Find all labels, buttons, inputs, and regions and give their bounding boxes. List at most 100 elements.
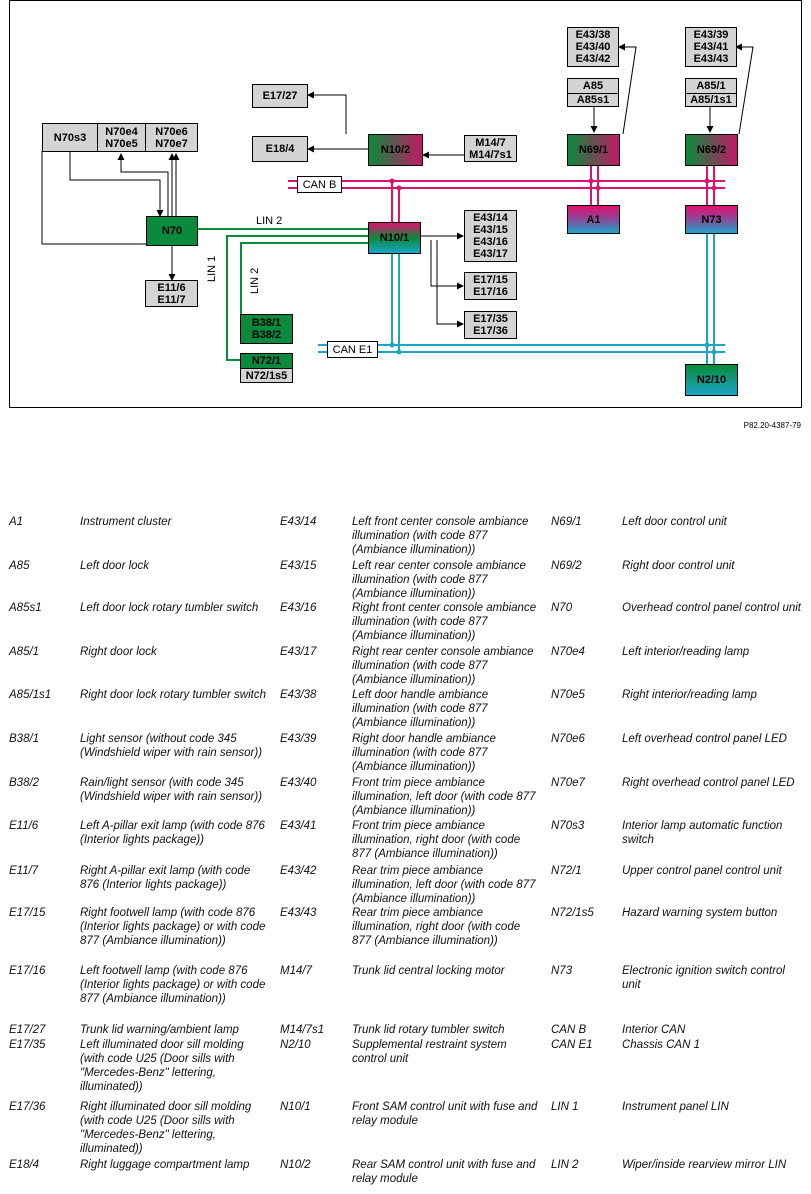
legend-description: Left door lock [80, 560, 150, 572]
legend-description: Rear SAM control unit with fuse and rela… [352, 1159, 536, 1185]
legend-key: CAN E1 [551, 1039, 593, 1051]
legend-description: Right illuminated door sill molding (wit… [80, 1101, 252, 1155]
a85-1-part: A85/1 [686, 79, 736, 93]
legend-description: Right door lock rotary tumbler switch [80, 689, 266, 701]
legend-key: N69/1 [551, 516, 582, 528]
legend-key: N70e7 [551, 777, 585, 789]
legend-key: N70e6 [551, 733, 585, 745]
legend-key: N10/1 [280, 1101, 311, 1113]
legend-key: A85s1 [9, 602, 42, 614]
n70s3-to-n70-line [69, 152, 164, 217]
n70s3-box: N70s3 [42, 123, 98, 152]
legend-key: LIN 2 [551, 1159, 579, 1171]
n72-1-part: N72/1 [241, 354, 292, 368]
lin1-vertical-label: LIN 1 [206, 255, 218, 282]
n73-box: N73 [685, 205, 738, 234]
n70-enclosure [41, 151, 146, 245]
legend-description: Front SAM control unit with fuse and rel… [352, 1101, 538, 1127]
legend-description: Interior CAN [622, 1024, 686, 1036]
legend-description: Left door handle ambiance illumination (… [352, 689, 489, 729]
legend-key: N73 [551, 965, 573, 977]
a85-box: A85 A85s1 [567, 78, 619, 107]
legend-description: Right door control unit [622, 560, 735, 572]
legend-description: Chassis CAN 1 [622, 1039, 700, 1051]
legend-description: Trunk lid warning/ambient lamp [80, 1024, 239, 1036]
n2-10-box: N2/10 [685, 364, 738, 396]
can-b-junctions [389, 178, 717, 191]
e18-4-box: E18/4 [252, 136, 308, 162]
a85-part: A85 [568, 79, 618, 93]
legend-key: N10/2 [280, 1159, 311, 1171]
legend-description: Electronic ignition switch control unit [622, 965, 785, 991]
lin2-horizontal-label: LIN 2 [256, 215, 283, 227]
can-e1-bus [318, 234, 725, 364]
legend-description: Right luggage compartment lamp [80, 1159, 250, 1171]
legend-description: Right overhead control panel LED [622, 777, 795, 789]
a85s1-part: A85s1 [568, 92, 618, 106]
can-e1-junctions [389, 342, 717, 355]
legend-description: Overhead control panel control unit [622, 602, 801, 614]
legend-description: Front trim piece ambiance illumination, … [352, 820, 521, 860]
figure-code: P82.20-4387-79 [743, 421, 801, 430]
legend-key: N69/2 [551, 560, 582, 572]
legend-description: Left footwell lamp (with code 876 (Inter… [80, 965, 266, 1005]
legend-description: Trunk lid central locking motor [352, 965, 505, 977]
legend-key: M14/7 [280, 965, 312, 977]
legend-description: Wiper/inside rearview mirror LIN [622, 1159, 787, 1171]
legend-description: Instrument panel LIN [622, 1101, 729, 1113]
legend-description: Upper control panel control unit [622, 865, 782, 877]
legend-description: Front trim piece ambiance illumination, … [352, 777, 536, 817]
legend-description: Right interior/reading lamp [622, 689, 757, 701]
lin-buses [198, 228, 368, 361]
legend-description: Left front center console ambiance illum… [352, 516, 529, 556]
legend-description: Right footwell lamp (with code 876 (Inte… [80, 907, 266, 947]
n69-1-box: N69/1 [567, 134, 620, 166]
legend-description: Interior lamp automatic function switch [622, 820, 783, 846]
legend-description: Left interior/reading lamp [622, 646, 750, 658]
lin2-vertical-label: LIN 2 [249, 267, 261, 294]
legend-key: A85/1 [9, 646, 40, 658]
legend-key: M14/7s1 [280, 1024, 325, 1036]
legend-description: Left overhead control panel LED [622, 733, 787, 745]
legend-key: E43/17 [280, 646, 317, 658]
n70-to-n70e4-line [117, 153, 169, 216]
legend-description: Light sensor (without code 345 (Windshie… [80, 733, 263, 759]
legend-key: E43/16 [280, 602, 317, 614]
a1-box: A1 [567, 205, 620, 234]
legend-key: N2/10 [280, 1039, 311, 1051]
n72-box: N72/1 N72/1s5 [240, 353, 293, 383]
legend-key: E17/36 [9, 1101, 46, 1113]
legend-description: Instrument cluster [80, 516, 172, 528]
legend-description: Right rear center console ambiance illum… [352, 646, 534, 686]
legend-key: N72/1 [551, 865, 582, 877]
legend-key: A1 [9, 516, 24, 528]
legend-description: Trunk lid rotary tumbler switch [352, 1024, 505, 1036]
legend-description: Right A-pillar exit lamp (with code 876 … [80, 865, 251, 891]
legend-description: Left door lock rotary tumbler switch [80, 602, 259, 614]
legend-key: E17/16 [9, 965, 46, 977]
legend-description: Right front center console ambiance illu… [352, 602, 537, 642]
legend-description: Rain/light sensor (with code 345 (Windsh… [80, 777, 263, 803]
a85-1s1-part: A85/1s1 [686, 92, 736, 106]
legend-key: E18/4 [9, 1159, 40, 1171]
n10-1-box: N10/1 [368, 222, 421, 254]
legend-key: A85/1s1 [9, 689, 52, 701]
e17-27-box: E17/27 [252, 84, 308, 108]
diagram-lines [9, 0, 802, 408]
legend-description: Supplemental restraint system control un… [352, 1039, 507, 1065]
legend-key: N72/1s5 [551, 907, 594, 919]
legend-description: Right door handle ambiance illumination … [352, 733, 496, 773]
legend-key: CAN B [551, 1024, 587, 1036]
n69-1-to-e43-left-line [618, 43, 637, 135]
legend-key: N70e4 [551, 646, 585, 658]
legend-description: Rear trim piece ambiance illumination, l… [352, 865, 536, 905]
